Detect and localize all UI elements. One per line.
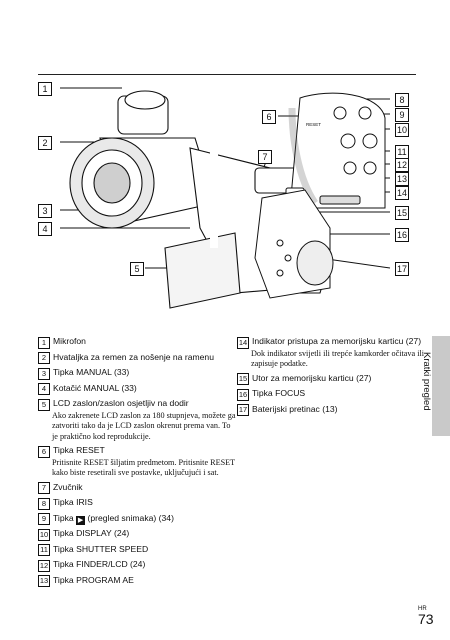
reset-label: RESET — [306, 122, 321, 127]
item-text: Tipka SHUTTER SPEED — [53, 543, 149, 554]
callout-5: 5 — [130, 262, 144, 276]
section-title: Kratki pregled — [421, 352, 432, 411]
item-text: Tipka MANUAL (33) — [53, 367, 130, 377]
item-number: 16 — [237, 388, 249, 401]
item-number: 17 — [237, 404, 249, 417]
item-text: (pregled snimaka) (34) — [87, 512, 174, 523]
item-number: 1 — [38, 336, 50, 349]
callout-10: 10 — [395, 123, 409, 137]
item-note: Pritisnite RESET šiljatim predmetom. Pri… — [52, 457, 236, 478]
callout-8: 8 — [395, 93, 409, 107]
item-number: 12 — [38, 559, 50, 572]
item-number: 9 — [38, 513, 50, 526]
section-side-label: Kratki pregled — [420, 352, 434, 442]
callout-16: 16 — [395, 228, 409, 242]
item-number: 5 — [38, 398, 50, 411]
item-note: Dok indikator svijetli ili trepće kamkor… — [251, 348, 425, 369]
callout-11: 11 — [395, 145, 409, 159]
item-number: 7 — [38, 482, 50, 495]
callout-9: 9 — [395, 108, 409, 122]
item-text: Tipka PROGRAM AE — [53, 574, 134, 585]
callout-2: 2 — [38, 136, 52, 150]
section-side-tab — [432, 336, 450, 436]
callout-13: 13 — [395, 172, 409, 186]
item-text: Baterijski pretinac (13) — [252, 403, 338, 414]
item-text: Tipka FINDER/LCD (24) — [53, 559, 146, 570]
item-text: Mikrofon — [53, 336, 86, 346]
callout-4: 4 — [38, 222, 52, 236]
item-text: LCD zaslon/zaslon osjetljiv na dodir — [53, 398, 189, 408]
camcorder-illustration: RESET — [60, 78, 391, 309]
item-text: Tipka IRIS — [53, 497, 93, 508]
item-text: Tipka DISPLAY (24) — [53, 528, 130, 539]
callout-14: 14 — [395, 186, 409, 200]
callout-12: 12 — [395, 158, 409, 172]
item-number: 14 — [237, 336, 249, 349]
item-number: 2 — [38, 352, 50, 364]
callout-15: 15 — [395, 206, 409, 220]
item-note: Ako zakrenete LCD zaslon za 180 stupnjev… — [52, 410, 236, 441]
item-text: Zvučnik — [53, 481, 83, 492]
item-number: 10 — [38, 528, 50, 541]
callout-1: 1 — [38, 82, 52, 96]
item-number: 6 — [38, 445, 50, 458]
item-number: 13 — [38, 575, 50, 588]
item-number: 8 — [38, 497, 50, 510]
page-number-block: HR 73 — [418, 606, 434, 627]
callout-7: 7 — [258, 150, 272, 164]
item-text: Indikator pristupa za memorijsku karticu… — [252, 336, 422, 346]
language-code: HR — [418, 606, 427, 612]
callout-17: 17 — [395, 262, 409, 276]
play-icon: ▶ — [76, 515, 86, 525]
item-number: 11 — [38, 544, 50, 557]
item-number: 15 — [237, 373, 249, 386]
item-text: Tipka RESET — [53, 445, 105, 456]
top-rule — [38, 74, 416, 75]
camcorder-diagram: RESET 1 2 3 4 5 6 7 8 9 10 11 12 13 14 1… — [30, 78, 425, 318]
item-text-prefix: Tipka — [53, 512, 77, 523]
page-number: 73 — [418, 611, 434, 627]
item-number: 3 — [38, 367, 50, 380]
item-text: Kotačić MANUAL (33) — [53, 382, 137, 393]
callout-3: 3 — [38, 204, 52, 218]
callout-6: 6 — [262, 110, 276, 124]
item-text: Utor za memorijsku karticu (27) — [252, 372, 372, 383]
item-number: 4 — [38, 383, 50, 395]
item-text: Tipka FOCUS — [252, 388, 306, 399]
item-text: Hvataljka za remen za nošenje na ramenu — [53, 351, 214, 362]
